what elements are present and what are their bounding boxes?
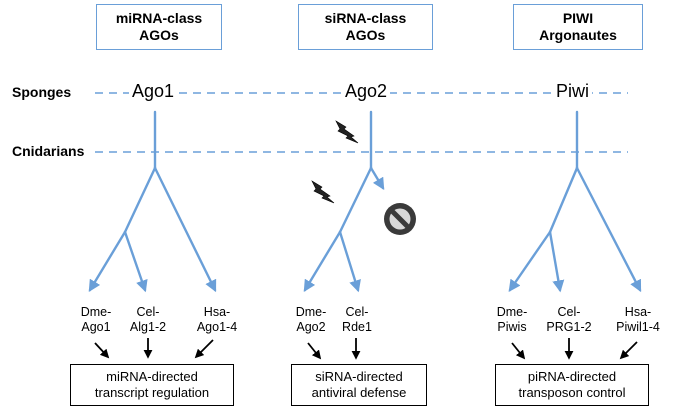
header-line: siRNA-class [324,10,407,26]
header-piwi-argonautes: PIWI Argonautes [513,4,643,50]
header-line: PIWI [562,10,594,26]
leaf-line: Dme- [295,305,327,319]
leaf-line: Ago1-4 [196,320,238,334]
ago-label-piwi: Piwi [553,81,593,102]
level-label-sponges: Sponges [12,84,72,100]
function-box-mirna: miRNA-directed transcript regulation [70,364,234,406]
leaf-line: Piwil1-4 [616,320,660,334]
leaf-dme-ago1: Dme- Ago1 [66,305,126,335]
function-line: transcript regulation [94,385,210,400]
ago2-tree [303,110,385,293]
leaf-line: Hsa- [203,305,231,319]
header-line: AGOs [139,27,179,43]
leaf-line: Alg1-2 [129,320,167,334]
function-line: antiviral defense [311,385,407,400]
leaf-line: Dme- [80,305,112,319]
prohibited-icon [384,203,416,235]
header-mirna-class: miRNA-class AGOs [96,4,222,50]
level-label-cnidarians: Cnidarians [12,143,85,159]
leaf-line: Ago1 [81,320,111,334]
function-line: miRNA-directed [106,369,198,384]
function-line: siRNA-directed [315,369,403,384]
leaf-line: Ago2 [296,320,326,334]
arrow-dme-ago2 [307,342,322,360]
ago1-tree [88,110,217,293]
function-box-pirna: piRNA-directed transposon control [495,364,649,406]
header-line: Argonautes [539,27,617,43]
function-line: piRNA-directed [527,369,617,384]
piwi-tree [508,110,642,293]
function-box-sirna: siRNA-directed antiviral defense [291,364,427,406]
function-line: transposon control [518,385,626,400]
arrow-hsa-piwil [619,341,638,360]
leaf-line: Rde1 [342,320,372,334]
lightning-bolt-icon [311,180,335,204]
ago-label-ago1: Ago1 [129,81,178,102]
leaf-dme-piwis: Dme- Piwis [482,305,542,335]
leaf-cel-alg1-2: Cel- Alg1-2 [118,305,178,335]
leaf-cel-prg1-2: Cel- PRG1-2 [539,305,599,335]
header-line: AGOs [345,27,386,43]
arrow-dme-piwis [511,342,526,360]
leaf-line: Hsa- [624,305,652,319]
arrow-hsa-ago [194,339,214,359]
leaf-line: Cel- [136,305,160,319]
leaf-cel-rde1: Cel- Rde1 [327,305,387,335]
header-sirna-class: siRNA-class AGOs [298,4,433,50]
lightning-bolt-icon [335,120,359,144]
leaf-line: Dme- [496,305,528,319]
leaf-line: PRG1-2 [546,320,592,334]
arrow-dme-ago1 [94,342,110,359]
leaf-line: Cel- [345,305,369,319]
leaf-line: Cel- [557,305,581,319]
leaf-line: Piwis [497,320,527,334]
header-line: miRNA-class [115,10,203,26]
leaf-hsa-piwil1-4: Hsa- Piwil1-4 [608,305,668,335]
ago-label-ago2: Ago2 [342,81,391,102]
leaf-dme-ago2: Dme- Ago2 [281,305,341,335]
leaf-hsa-ago1-4: Hsa- Ago1-4 [187,305,247,335]
